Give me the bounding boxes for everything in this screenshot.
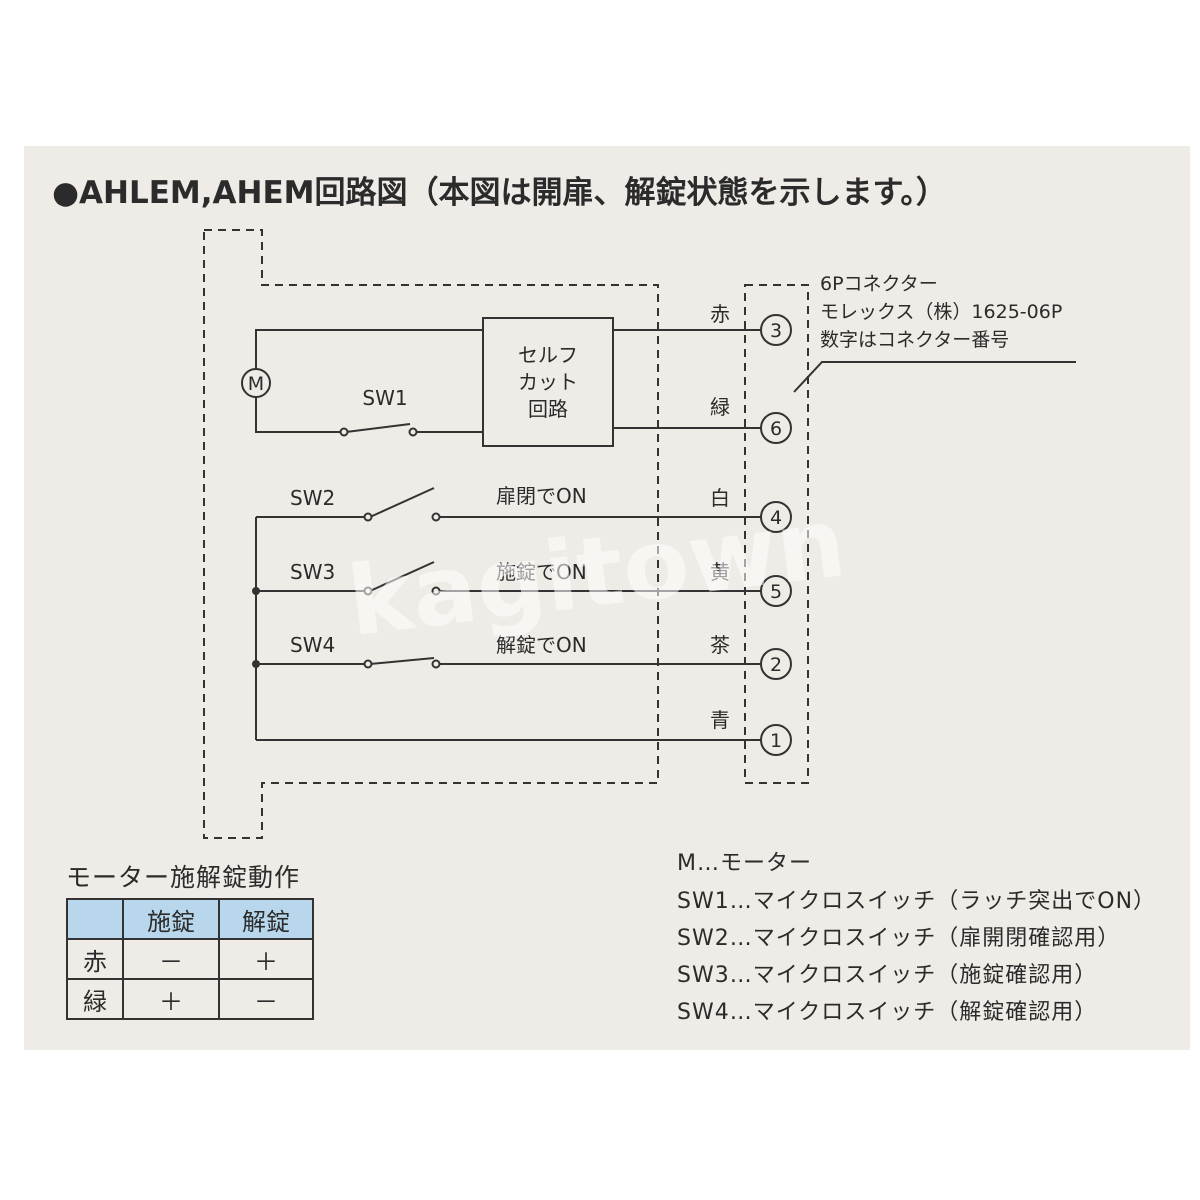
connector-pin-3: [760, 314, 792, 346]
sw2-label: SW2: [290, 486, 335, 510]
operation-table-title: モーター施解錠動作: [66, 863, 301, 892]
pin-number-3: 3: [770, 320, 782, 342]
connector-note-1: 6Pコネクター: [820, 273, 938, 295]
table-header-cell: 施錠: [122, 898, 220, 940]
sw1-blade: [345, 423, 411, 433]
table-cell: 赤: [66, 938, 124, 980]
sw2-blade: [369, 487, 435, 518]
connector-callout-line: [793, 361, 1076, 393]
self-cut-circuit-box: [482, 317, 614, 447]
sw3-blade: [369, 561, 435, 592]
sw3-note: 施錠でON: [496, 560, 587, 584]
pin-number-1: 1: [770, 730, 782, 752]
self-cut-label-1: セルフ: [518, 343, 578, 367]
connector-pin-2: [760, 648, 792, 680]
sw4-contact-left: [363, 659, 373, 669]
wire-color-white: 白: [710, 486, 730, 510]
sw1-contact-left: [339, 427, 349, 437]
table-cell: －: [218, 978, 314, 1020]
sw1-contact-right: [408, 427, 418, 437]
connector-outline: [744, 284, 809, 784]
table-cell: －: [122, 938, 220, 980]
table-header-row: 施錠 解錠: [66, 898, 314, 940]
wire-color-blue: 青: [710, 708, 730, 732]
table-cell: ＋: [218, 938, 314, 980]
lock-body-outline: [203, 229, 659, 839]
legend-item-motor: M…モーター: [677, 851, 812, 876]
sw1-label: SW1: [362, 386, 407, 410]
table-cell: ＋: [122, 978, 220, 1020]
legend-item-sw1: SW1…マイクロスイッチ（ラッチ突出でON）: [677, 889, 1156, 914]
legend-item-sw3: SW3…マイクロスイッチ（施錠確認用）: [677, 963, 1097, 988]
motor-label: M: [248, 373, 264, 395]
sw3-label: SW3: [290, 560, 335, 584]
connector-note-2: モレックス（株）1625-06P: [820, 301, 1062, 323]
diagram-title: ●AHLEM,AHEM回路図（本図は開扉、解錠状態を示します。）: [52, 175, 947, 211]
table-cell: 緑: [66, 978, 124, 1020]
sw3-contact-right: [431, 586, 441, 596]
pin-number-5: 5: [770, 581, 782, 603]
connector-pin-4: [760, 501, 792, 533]
sw2-note: 扉閉でON: [496, 484, 587, 508]
table-header-cell: 解錠: [218, 898, 314, 940]
legend-item-sw2: SW2…マイクロスイッチ（扉開閉確認用）: [677, 926, 1120, 951]
pin-number-2: 2: [770, 654, 782, 676]
motor-wire-bottom: [255, 396, 342, 433]
pin-number-6: 6: [770, 418, 782, 440]
connector-pin-6: [760, 412, 792, 444]
self-cut-label-2: カット: [518, 370, 578, 394]
motor-operation-table: 施錠 解錠 赤 － ＋ 緑 ＋ －: [66, 898, 314, 1020]
motor-symbol: [241, 368, 271, 398]
wire-color-brown: 茶: [710, 633, 730, 657]
motor-wire-top: [255, 329, 483, 370]
connector-note-3: 数字はコネクター番号: [820, 329, 1009, 351]
self-cut-label-3: 回路: [528, 397, 568, 421]
sw4-note: 解錠でON: [496, 633, 587, 657]
sw3-contact-left: [363, 586, 373, 596]
table-header-cell: [66, 898, 124, 940]
connector-pin-5: [760, 575, 792, 607]
connector-pin-1: [760, 724, 792, 756]
wire-color-green: 緑: [710, 395, 730, 419]
sw4-contact-right: [431, 659, 441, 669]
legend-item-sw4: SW4…マイクロスイッチ（解錠確認用）: [677, 1000, 1097, 1025]
watermark: kagitown: [342, 486, 851, 658]
sw4-label: SW4: [290, 633, 335, 657]
table-row: 赤 － ＋: [66, 938, 314, 980]
wire-color-red: 赤: [710, 302, 730, 326]
wire-color-yellow: 黄: [710, 560, 730, 584]
sw4-blade: [369, 657, 435, 665]
table-row: 緑 ＋ －: [66, 978, 314, 1020]
sw2-contact-right: [431, 512, 441, 522]
sw2-contact-left: [363, 512, 373, 522]
pin-number-4: 4: [770, 507, 782, 529]
